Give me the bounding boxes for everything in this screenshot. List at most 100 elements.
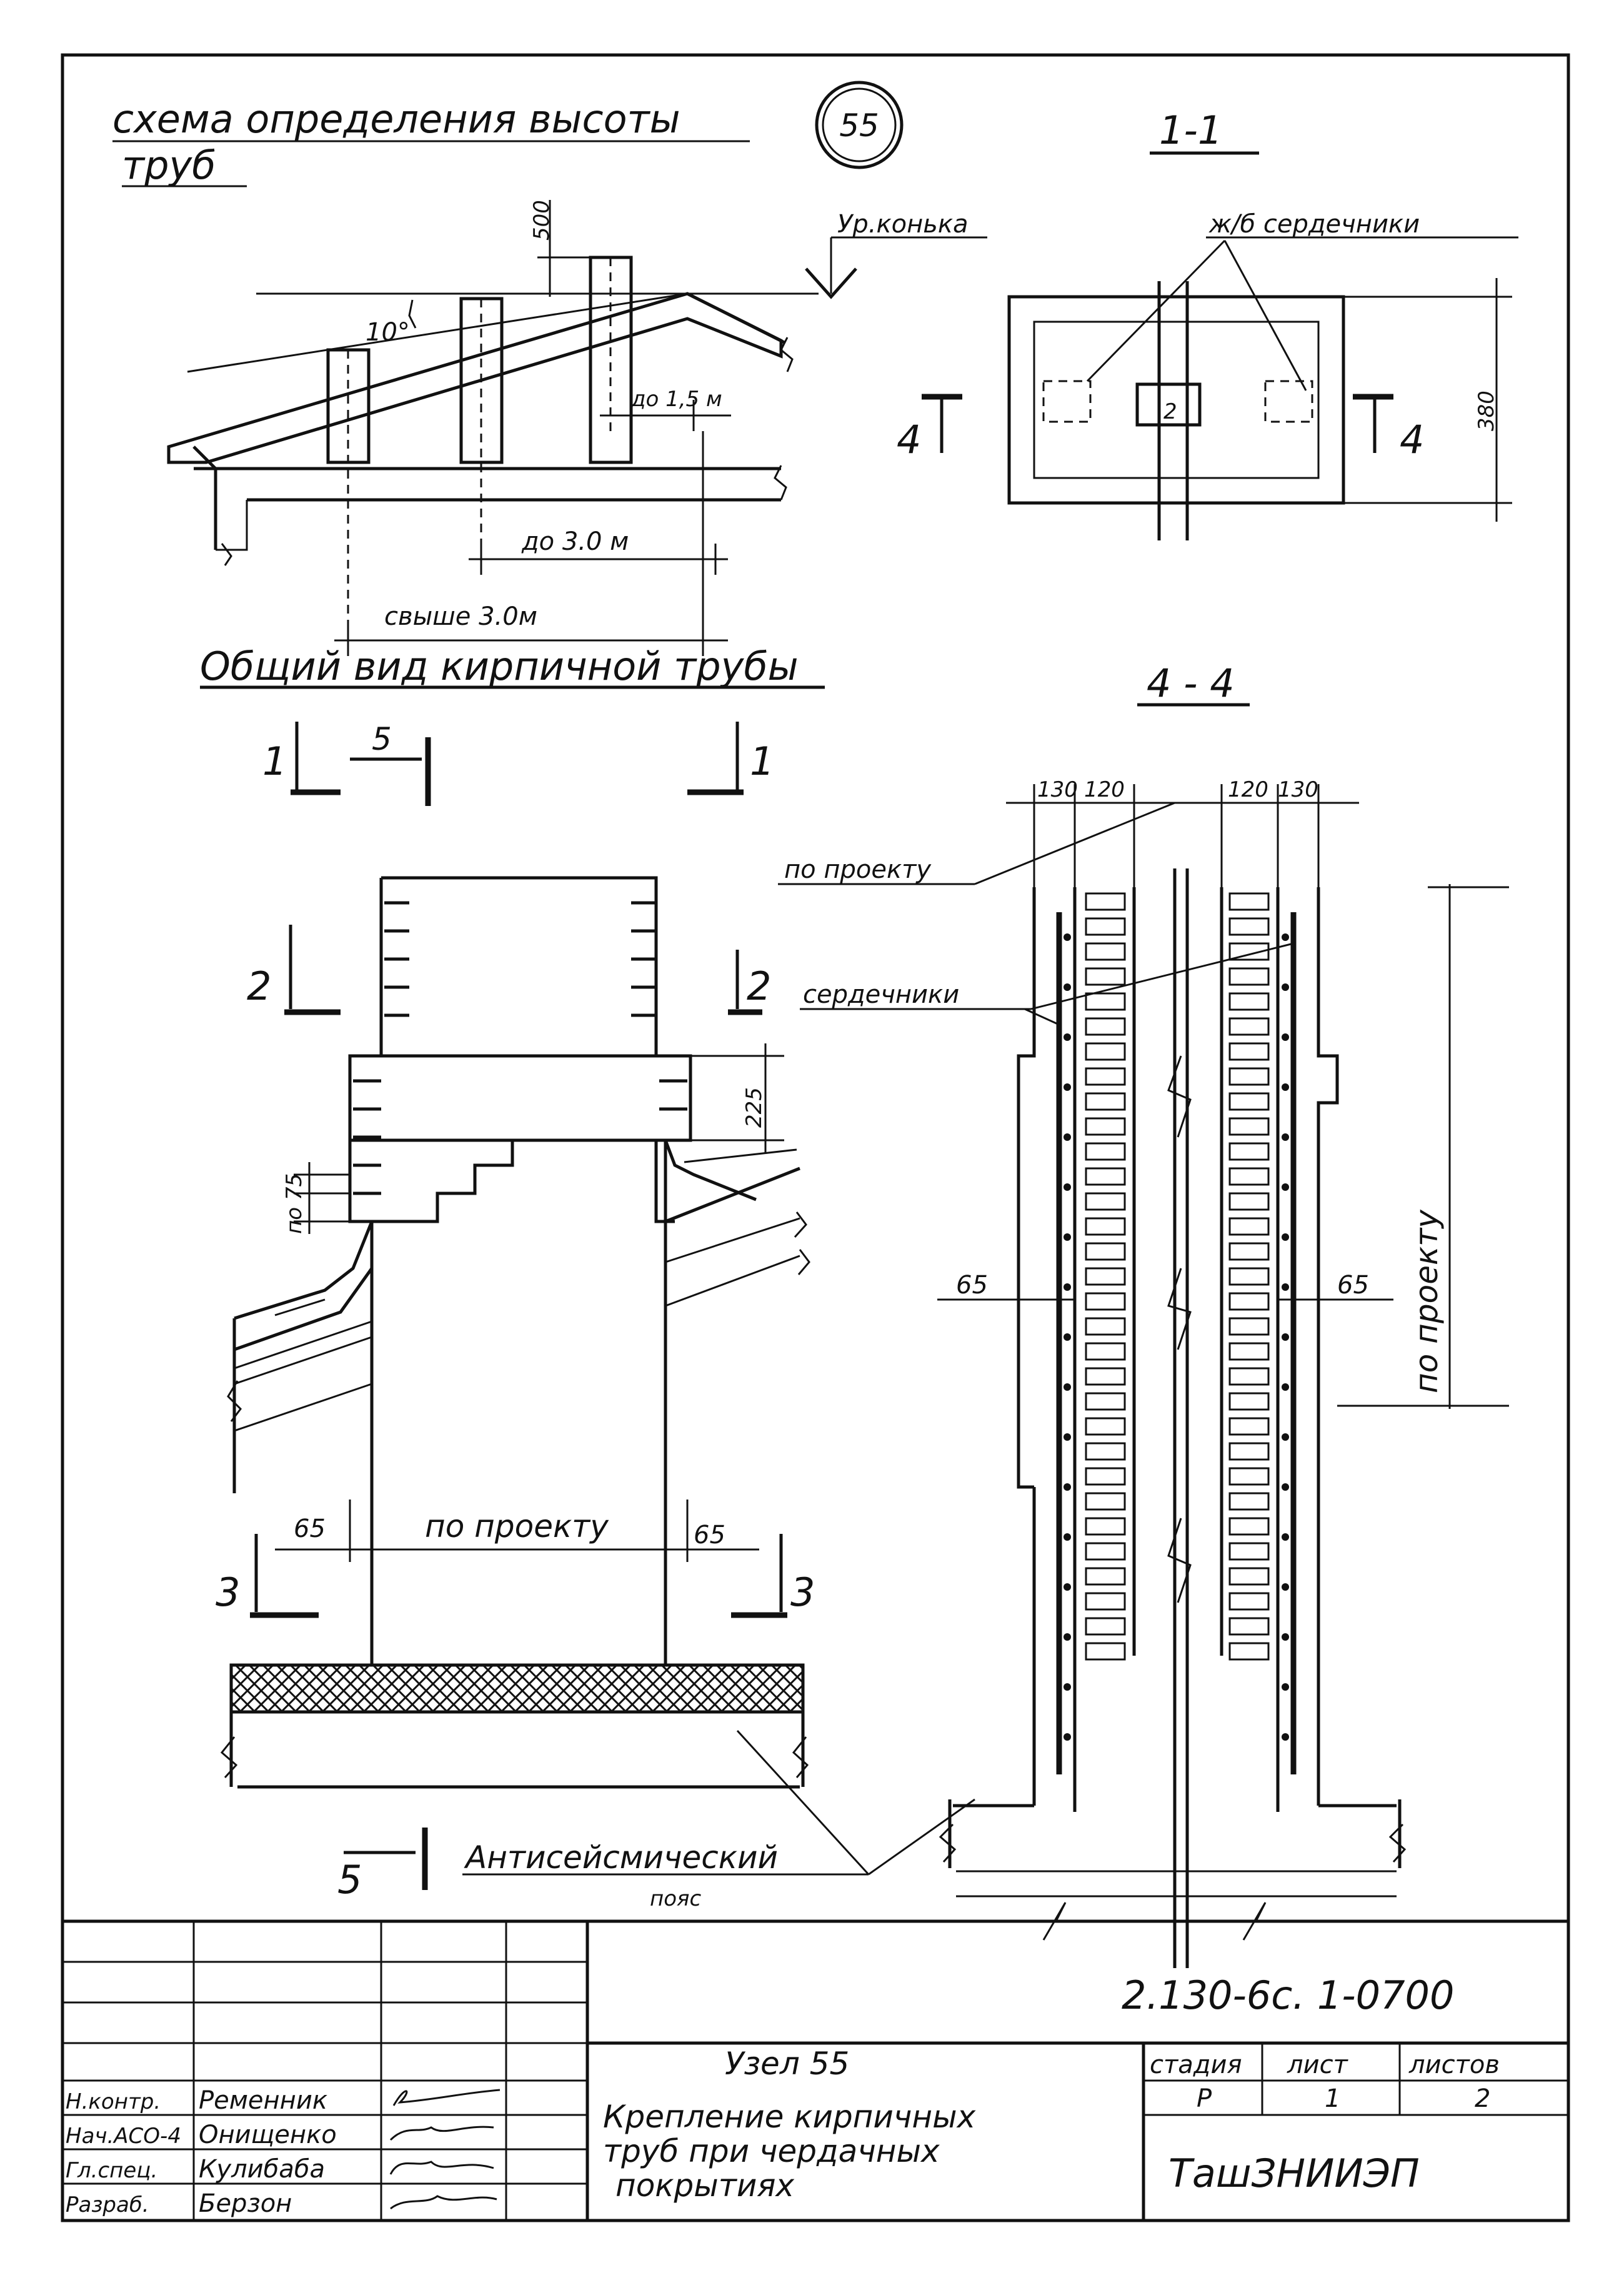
signature-2	[389, 2161, 494, 2175]
cut-mark-4-right: 4	[1400, 417, 1424, 462]
brick	[1228, 1092, 1270, 1111]
brick	[1228, 1417, 1270, 1436]
brick	[1085, 1442, 1126, 1461]
rebar-dot	[1282, 1233, 1289, 1241]
rebar-dot	[1064, 933, 1071, 941]
brick	[1085, 1642, 1126, 1661]
brick	[1085, 967, 1126, 986]
brick	[1228, 1242, 1270, 1261]
brick	[1085, 1592, 1126, 1611]
role-2: Гл.спец.	[66, 2158, 157, 2183]
brick	[1085, 1142, 1126, 1161]
brick	[1085, 1492, 1126, 1511]
schema-chimney-height: схема определения высоты труб 55 Ур.конь…	[112, 81, 987, 656]
dim-130-left: 130	[1037, 777, 1078, 802]
rebar-dot	[1064, 1333, 1071, 1341]
rebar-dot	[1282, 1733, 1289, 1741]
cut-mark-4-left: 4	[897, 417, 921, 462]
dim-over-3-0: свыше 3.0м	[384, 602, 537, 631]
brick	[1085, 992, 1126, 1011]
rebar-dot	[1282, 1633, 1289, 1641]
dim-65-4-4-left: 65	[956, 1271, 988, 1300]
description-line1: Крепление кирпичных	[603, 2099, 976, 2135]
name-2: Кулибаба	[199, 2155, 325, 2184]
brick	[1228, 1492, 1270, 1511]
rebar-dot	[1282, 1583, 1289, 1591]
brick	[1085, 1092, 1126, 1111]
dim-130-right: 130	[1278, 777, 1318, 802]
cut-1-right: 1	[750, 739, 774, 784]
brick	[1228, 1367, 1270, 1386]
name-3: Берзон	[199, 2189, 292, 2218]
rebar-dot	[1064, 1583, 1071, 1591]
role-3: Разраб.	[66, 2192, 149, 2217]
brick	[1085, 1542, 1126, 1561]
cut-1-left: 1	[262, 739, 287, 784]
dim-120-right: 120	[1228, 777, 1268, 802]
cut-3-left: 3	[216, 1569, 240, 1615]
dim-225: 225	[742, 1087, 767, 1128]
brick	[1228, 1292, 1270, 1311]
rebar-dot	[1064, 1283, 1071, 1291]
rebar-dot	[1064, 1683, 1071, 1691]
brick	[1085, 1017, 1126, 1036]
brick	[1085, 1317, 1126, 1336]
node-title: Узел 55	[725, 2046, 849, 2082]
rebar-dot	[1282, 1283, 1289, 1291]
dim-upto-3-0: до 3.0 м	[521, 527, 629, 556]
brick	[1228, 942, 1270, 961]
dim-po75: по 75	[282, 1173, 307, 1234]
organization: ТашЗНИИЭП	[1168, 2151, 1420, 2196]
node-number-circle	[815, 81, 904, 169]
dim-65-left: 65	[294, 1515, 326, 1543]
brick	[1085, 1267, 1126, 1286]
brick	[1228, 1142, 1270, 1161]
brick	[1085, 1417, 1126, 1436]
title-block: 2.130-6с. 1-0700 Узел 55 Крепление кирпи…	[62, 1919, 1568, 2221]
angle-label: 10°	[366, 318, 410, 347]
rebar-dot	[1282, 1433, 1289, 1441]
brick	[1228, 1517, 1270, 1536]
sheets-value: 2	[1475, 2084, 1490, 2113]
brick	[1085, 1117, 1126, 1136]
sheet-value: 1	[1325, 2084, 1340, 2113]
rebar-dot	[1064, 1133, 1071, 1141]
rebar-dot	[1282, 983, 1289, 991]
belt-label-line1: Антисейсмический	[464, 1839, 778, 1876]
brick	[1085, 1467, 1126, 1486]
brick	[1228, 1592, 1270, 1611]
cut-2-left: 2	[247, 963, 271, 1009]
rebar-dot	[1064, 983, 1071, 991]
brick	[1228, 917, 1270, 936]
rebar-dot	[1064, 1483, 1071, 1491]
rebar-dot	[1282, 1383, 1289, 1391]
brick	[1228, 1567, 1270, 1586]
rebar-dot	[1064, 1633, 1071, 1641]
rebar-dot	[1282, 933, 1289, 941]
section-1-1-title: 1-1	[1159, 107, 1222, 153]
brick	[1228, 1167, 1270, 1186]
brick	[1085, 1292, 1126, 1311]
rebar-dot	[1064, 1183, 1071, 1191]
height-by-project: по проекту	[1408, 1209, 1445, 1393]
general-view-brick-chimney: Общий вид кирпичной трубы 1 1 5	[200, 644, 975, 1911]
brick	[1228, 1442, 1270, 1461]
brick	[1085, 1192, 1126, 1211]
signature-0	[392, 2089, 501, 2106]
rebar-dot	[1282, 1183, 1289, 1191]
brick	[1085, 1167, 1126, 1186]
brick	[1085, 1067, 1126, 1086]
brick	[1228, 1117, 1270, 1136]
sheet-header: лист	[1287, 2051, 1349, 2079]
rebar-dot	[1064, 1383, 1071, 1391]
brick	[1228, 892, 1270, 911]
rebar-dot	[1282, 1533, 1289, 1541]
brick	[1228, 1392, 1270, 1411]
node-number: 55	[839, 107, 879, 144]
by-project-top: по проекту	[784, 855, 932, 884]
brick	[1085, 1567, 1126, 1586]
cut-3-right: 3	[790, 1569, 815, 1615]
brick	[1085, 892, 1126, 911]
brick	[1228, 1042, 1270, 1061]
brick	[1228, 967, 1270, 986]
